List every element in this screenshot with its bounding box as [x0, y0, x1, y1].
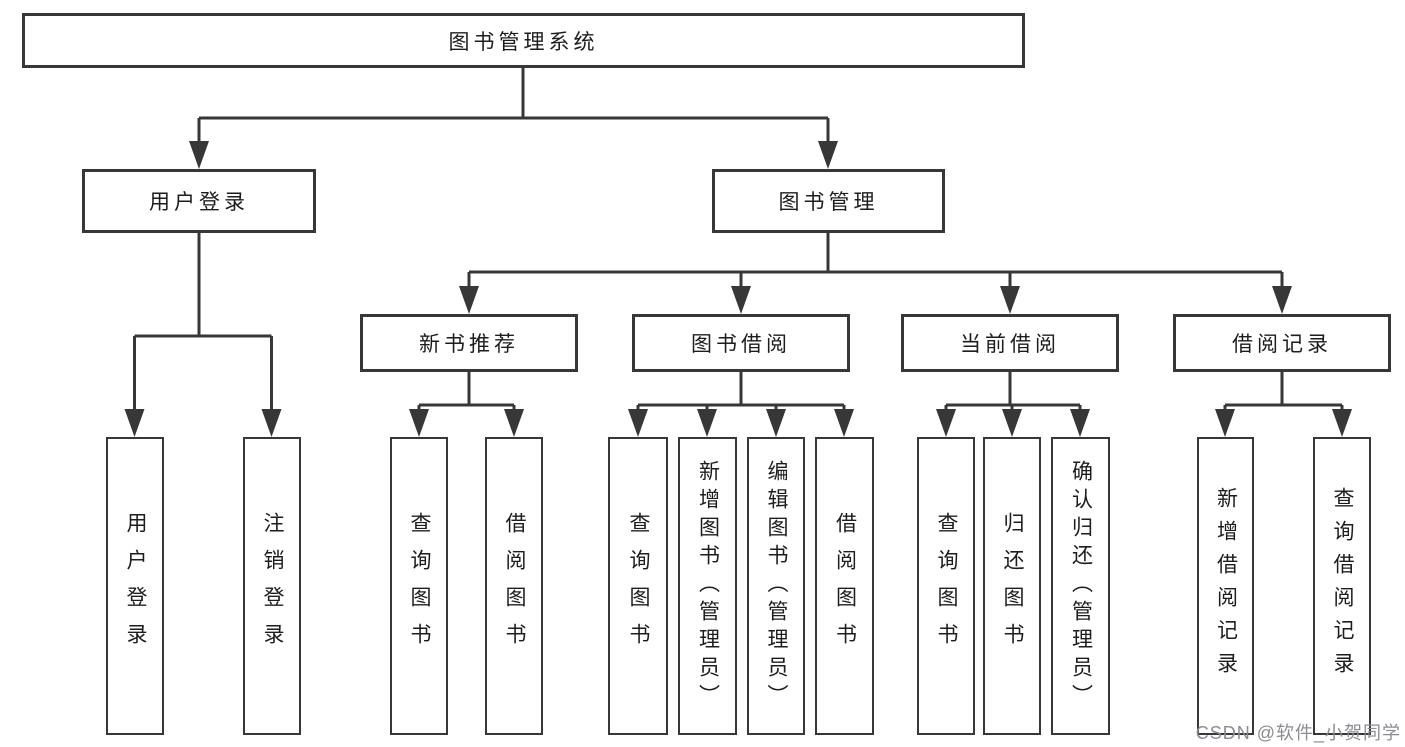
node-book-management: 图书管理 [712, 169, 945, 233]
arrow-icon [1000, 286, 1020, 314]
node-book-borrowing: 图书借阅 [632, 314, 850, 372]
leaf-borrow-books: 借阅图书 [485, 437, 543, 735]
leaf-return-books: 归还图书 [983, 437, 1041, 735]
node-new-book-recommend: 新书推荐 [360, 314, 578, 372]
csdn-watermark: CSDN @软件_小贺同学 [1195, 723, 1401, 743]
leaf-query-books: 查询图书 [917, 437, 975, 735]
connector-new-book-rec [417, 372, 516, 419]
connector-book-borrow [636, 372, 846, 419]
leaf-logout: 注销登录 [243, 437, 301, 735]
arrow-icon [504, 409, 524, 437]
connector-borrow-records [1223, 372, 1344, 419]
arrow-icon [1215, 409, 1235, 437]
arrow-icon [697, 409, 717, 437]
connector-root [197, 68, 830, 151]
connector-book-mgmt [467, 233, 1284, 296]
leaf-user-login: 用户登录 [106, 437, 164, 735]
arrow-icon [834, 409, 854, 437]
leaf-query-borrow-record: 查询借阅记录 [1313, 437, 1371, 735]
node-root-system: 图书管理系统 [22, 13, 1025, 68]
arrow-icon [459, 286, 479, 314]
leaf-borrow-books: 借阅图书 [815, 437, 874, 735]
arrow-icon [261, 409, 282, 437]
node-user-login: 用户登录 [82, 169, 316, 233]
arrow-icon [124, 409, 145, 437]
leaf-add-borrow-record: 新增借阅记录 [1197, 437, 1254, 735]
arrow-icon [818, 141, 838, 169]
arrow-icon [1272, 286, 1292, 314]
arrow-icon [628, 409, 648, 437]
arrow-icon [1002, 409, 1022, 437]
leaf-query-books: 查询图书 [390, 437, 448, 735]
arrow-icon [936, 409, 956, 437]
arrow-icon [766, 409, 786, 437]
leaf-edit-books-admin: 编辑图书（管理员） [747, 437, 805, 735]
arrow-icon [409, 409, 429, 437]
leaf-query-books: 查询图书 [608, 437, 668, 735]
leaf-add-books-admin: 新增图书（管理员） [678, 437, 737, 735]
arrow-icon [731, 286, 751, 314]
node-borrowing-records: 借阅记录 [1173, 314, 1391, 372]
arrow-icon [1070, 409, 1090, 437]
connector-user-login [133, 233, 273, 419]
node-current-borrowing: 当前借阅 [901, 314, 1119, 372]
leaf-confirm-return-admin: 确认归还（管理员） [1051, 437, 1110, 735]
arrowheads [124, 141, 1352, 437]
arrow-icon [1332, 409, 1352, 437]
arrow-icon [189, 141, 209, 169]
